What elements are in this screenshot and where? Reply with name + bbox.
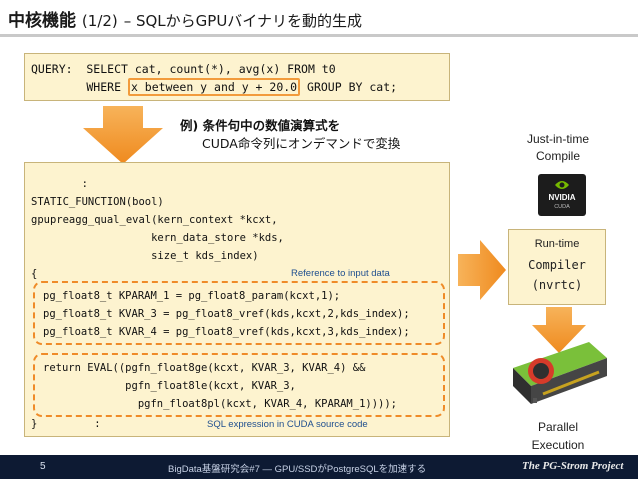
gpu-card-icon [513, 342, 607, 404]
query-line-2-suffix: GROUP BY cat; [300, 80, 398, 94]
title-divider [0, 34, 638, 37]
expr-line-1: return EVAL((pgfn_float8ge(kcxt, KVAR_3,… [43, 362, 366, 374]
arrow-right-icon [458, 240, 506, 300]
runtime-line-2: Compiler [528, 258, 586, 272]
expr-line-3: pgfn_float8pl(kcxt, KVAR_4, KPARAM_1))))… [43, 398, 398, 410]
note-line-1: 例) 条件句中の数値演算式を [180, 118, 341, 133]
footer-bar [0, 455, 638, 479]
annotation-reference-input: Reference to input data [291, 268, 390, 279]
title-rest: – SQLからGPUバイナリを動的生成 [123, 12, 363, 30]
ref-line-2: pg_float8_t KVAR_3 = pg_float8_vref(kds,… [43, 308, 410, 320]
parallel-execution-label: Parallel Execution [514, 418, 602, 454]
jit-line-1: Just-in-time [526, 132, 589, 146]
code-line-2: STATIC_FUNCTION(bool) [31, 196, 164, 208]
title-paren: (1/2) [81, 12, 118, 30]
code-line-5: size_t kds_index) [31, 250, 259, 262]
expression-dashed-box [33, 353, 445, 417]
exec-line-2: Execution [531, 438, 585, 452]
annotation-sql-expression: SQL expression in CUDA source code [207, 419, 368, 430]
code-close-line: } : [31, 418, 101, 430]
runtime-line-3: (nvrtc) [531, 278, 583, 292]
exec-line-1: Parallel [537, 420, 579, 434]
code-line-6: { [31, 268, 38, 280]
footer-brand: The PG-Strom Project [522, 460, 624, 472]
reference-dashed-box [33, 281, 445, 345]
transform-arrow-down-icon [83, 106, 163, 164]
code-line-3: gpupreagg_qual_eval(kern_context *kcxt, [31, 214, 278, 226]
slide-title: 中核機能 (1/2) – SQLからGPUバイナリを動的生成 [8, 6, 362, 31]
code-line-1: : [31, 178, 88, 190]
jit-compile-label: Just-in-time Compile [508, 131, 608, 165]
cuda-code-box: : STATIC_FUNCTION(bool) gpupreagg_qual_e… [24, 162, 450, 437]
note-line-2: CUDA命令列にオンデマンドで変換 [202, 136, 401, 151]
runtime-line-1: Run-time [534, 238, 580, 250]
query-line-1: QUERY: SELECT cat, count(*), avg(x) FROM… [31, 62, 336, 76]
footer-event-text: BigData基盤研究会#7 ― GPU/SSDがPostgreSQLを加速する [168, 464, 427, 475]
chip-sub: CUDA [554, 204, 570, 210]
query-line-2: WHERE x between y and y + 20.0 GROUP BY … [31, 78, 397, 96]
runtime-compiler-box: Run-time Compiler (nvrtc) [508, 229, 606, 305]
sql-query-box: QUERY: SELECT cat, count(*), avg(x) FROM… [24, 53, 450, 101]
title-main: 中核機能 [8, 11, 76, 31]
expr-line-2: pgfn_float8le(kcxt, KVAR_3, [43, 380, 296, 392]
jit-line-2: Compile [535, 149, 580, 163]
ref-line-1: pg_float8_t KPARAM_1 = pg_float8_param(k… [43, 290, 341, 302]
highlighted-condition: x between y and y + 20.0 [127, 78, 301, 96]
chip-brand: NVIDIA [548, 193, 576, 202]
arrow-down-icon [532, 307, 586, 353]
nvidia-chip-icon: NVIDIA CUDA [538, 174, 586, 216]
page-number: 5 [40, 461, 46, 472]
nvidia-eye-icon [555, 181, 569, 189]
code-line-4: kern_data_store *kds, [31, 232, 284, 244]
example-note: 例) 条件句中の数値演算式を CUDA命令列にオンデマンドで変換 [180, 117, 400, 153]
ref-line-3: pg_float8_t KVAR_4 = pg_float8_vref(kds,… [43, 326, 410, 338]
query-line-2-prefix: WHERE [31, 80, 128, 94]
